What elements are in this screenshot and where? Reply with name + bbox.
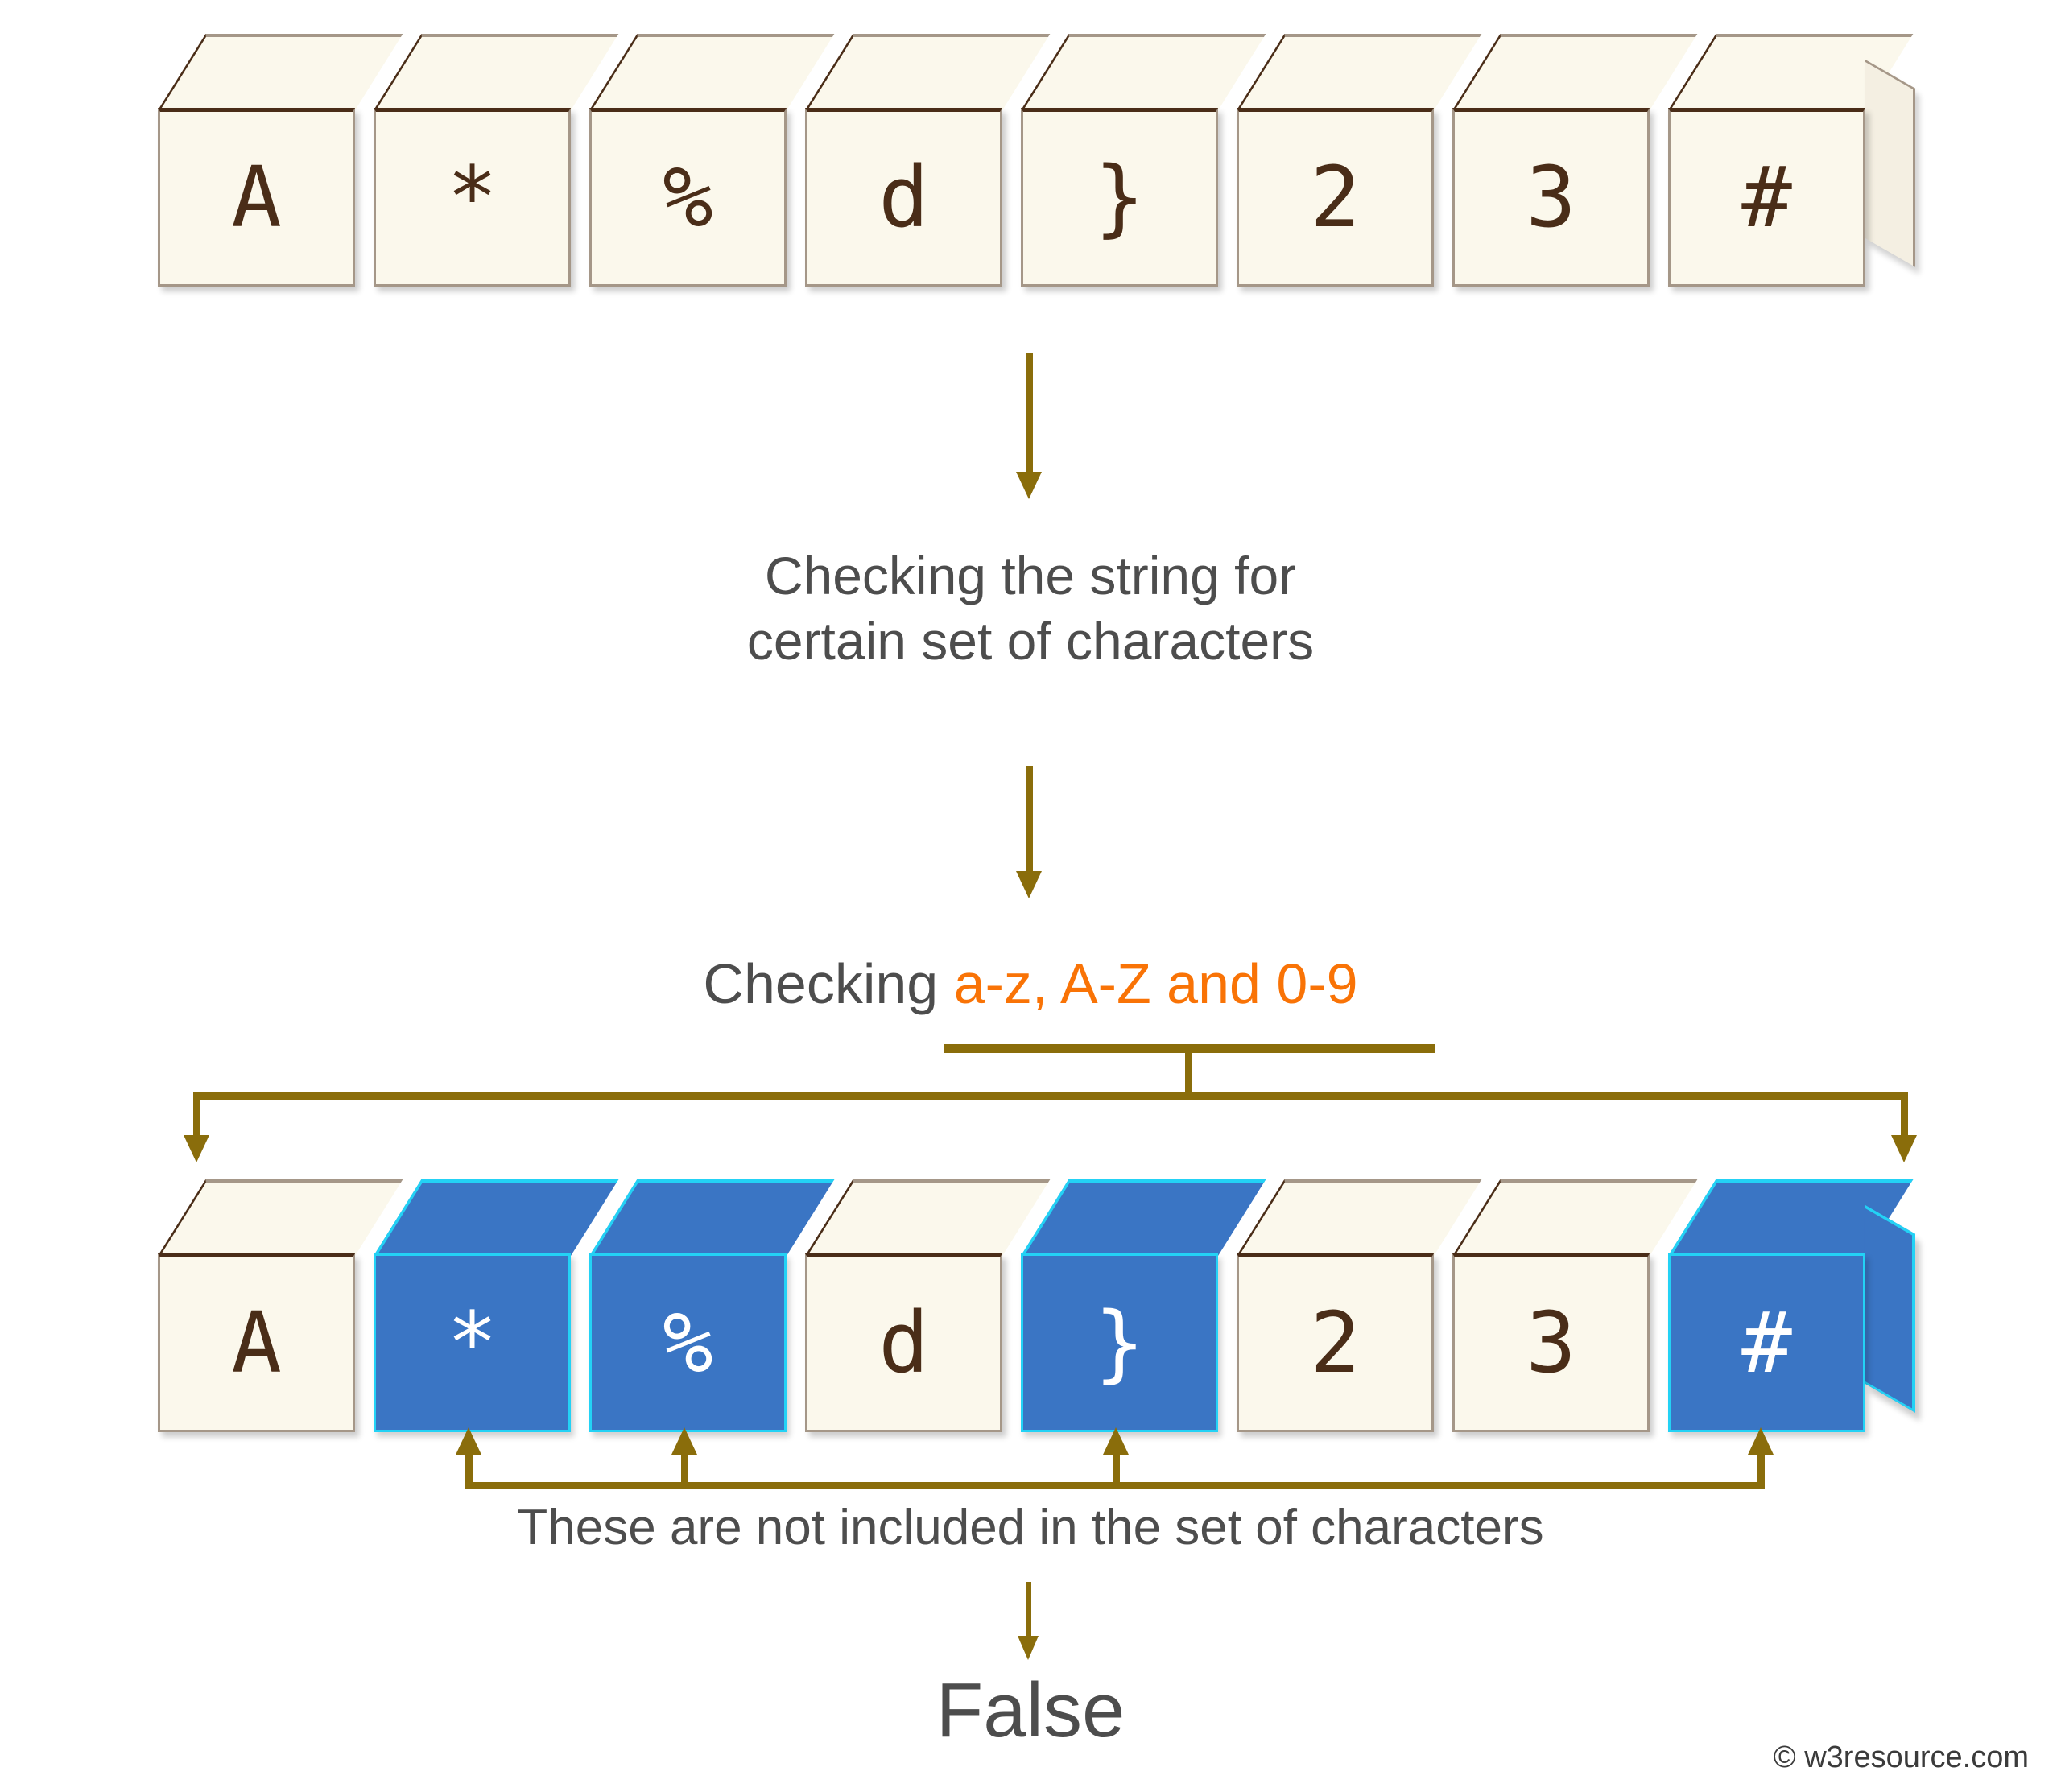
cube-front-face	[1237, 1253, 1434, 1432]
cube-top-face	[374, 34, 619, 110]
cube-front-face	[805, 108, 1002, 287]
arrow-caption-to-ranges-head	[1016, 871, 1042, 898]
cube-top-face	[158, 34, 403, 110]
cube-result-1: *	[374, 1179, 619, 1445]
cube-character: #	[1741, 1294, 1792, 1392]
cube-result-3: d	[805, 1179, 1051, 1445]
cube-input-2: %	[589, 34, 835, 299]
cube-top-face	[1021, 34, 1266, 110]
result-string-row: A * % d }	[158, 1179, 1929, 1445]
cube-top-face	[1452, 34, 1698, 110]
span-bracket-left-shaft	[193, 1092, 200, 1142]
cube-front-face	[1452, 1253, 1650, 1432]
result-value: False	[936, 1667, 1125, 1753]
caption-ranges-prefix: Checking	[703, 952, 954, 1015]
caption-checking-ranges: Checking a-z, A-Z and 0-9	[0, 952, 2061, 1016]
cube-front-face	[1237, 108, 1434, 287]
cube-front-face	[1452, 108, 1650, 287]
arrow-to-result-shaft	[1026, 1582, 1031, 1640]
bracket-drop-shaft	[1185, 1044, 1192, 1099]
cube-front-face	[158, 108, 355, 287]
caption-checking-line2: certain set of characters	[746, 610, 1315, 671]
caption-checking-string: Checking the string for certain set of c…	[0, 543, 2061, 673]
cube-character: d	[878, 1294, 929, 1392]
cube-top-face	[1021, 1179, 1266, 1256]
cube-character: %	[663, 148, 713, 246]
cube-character: A	[231, 1294, 282, 1392]
cube-top-face	[1237, 1179, 1482, 1256]
callout-riser-percent	[681, 1454, 688, 1486]
cube-front-face	[589, 108, 787, 287]
span-bracket-top	[193, 1092, 1908, 1100]
span-bracket-right-shaft	[1901, 1092, 1908, 1142]
callout-head-star	[456, 1427, 481, 1455]
arrow-input-to-caption-head	[1016, 472, 1042, 499]
cube-front-face	[1021, 1253, 1218, 1432]
cube-input-5: 2	[1237, 34, 1482, 299]
cube-front-face	[1021, 108, 1218, 287]
cube-result-7: #	[1668, 1179, 1915, 1445]
cube-character: 2	[1310, 148, 1361, 246]
cube-input-4: }	[1021, 34, 1266, 299]
span-bracket-right-head	[1891, 1135, 1917, 1162]
callout-head-hash	[1748, 1427, 1774, 1455]
cube-front-face	[1668, 1253, 1865, 1432]
cube-top-face	[805, 34, 1051, 110]
cube-character: 2	[1310, 1294, 1361, 1392]
cube-front-face	[1668, 108, 1865, 287]
cube-character: *	[447, 148, 498, 246]
cube-character: d	[878, 148, 929, 246]
cube-side-face	[1865, 60, 1915, 267]
cube-result-6: 3	[1452, 1179, 1698, 1445]
caption-checking-line1: Checking the string for	[764, 546, 1297, 605]
cube-character: }	[1094, 1294, 1145, 1392]
cube-front-face	[589, 1253, 787, 1432]
callout-riser-brace	[1113, 1454, 1120, 1486]
cube-top-face	[1237, 34, 1482, 110]
callout-riser-hash	[1757, 1454, 1765, 1486]
cube-input-6: 3	[1452, 34, 1698, 299]
caption-not-included: These are not included in the set of cha…	[517, 1500, 1544, 1555]
arrow-to-result-head	[1018, 1636, 1039, 1660]
cube-top-face	[589, 34, 835, 110]
cube-front-face	[158, 1253, 355, 1432]
cube-character: %	[663, 1294, 713, 1392]
cube-side-face	[1865, 1205, 1915, 1413]
arrow-input-to-caption-shaft	[1026, 353, 1033, 477]
cube-top-face	[374, 1179, 619, 1256]
cube-character: 3	[1526, 148, 1576, 246]
cube-input-7: #	[1668, 34, 1915, 299]
arrow-caption-to-ranges-shaft	[1026, 766, 1033, 879]
caption-ranges-value: a-z, A-Z and 0-9	[953, 952, 1358, 1015]
cube-result-0: A	[158, 1179, 403, 1445]
cube-result-5: 2	[1237, 1179, 1482, 1445]
cube-character: 3	[1526, 1294, 1576, 1392]
cube-front-face	[374, 108, 571, 287]
cube-result-2: %	[589, 1179, 835, 1445]
cube-character: #	[1741, 148, 1792, 246]
callout-riser-star	[465, 1454, 473, 1486]
cube-top-face	[158, 1179, 403, 1256]
cube-result-4: }	[1021, 1179, 1266, 1445]
callout-head-percent	[671, 1427, 697, 1455]
cube-input-0: A	[158, 34, 403, 299]
cube-top-face	[805, 1179, 1051, 1256]
cube-input-1: *	[374, 34, 619, 299]
watermark: © w3resource.com	[1773, 1740, 2029, 1774]
callout-head-brace	[1103, 1427, 1129, 1455]
cube-front-face	[805, 1253, 1002, 1432]
cube-character: }	[1094, 148, 1145, 246]
cube-input-3: d	[805, 34, 1051, 299]
cube-character: *	[447, 1294, 498, 1392]
span-bracket-left-head	[184, 1135, 209, 1162]
cube-top-face	[589, 1179, 835, 1256]
cube-top-face	[1452, 1179, 1698, 1256]
input-string-row: A * % d }	[158, 34, 1929, 299]
cube-character: A	[231, 148, 282, 246]
cube-front-face	[374, 1253, 571, 1432]
